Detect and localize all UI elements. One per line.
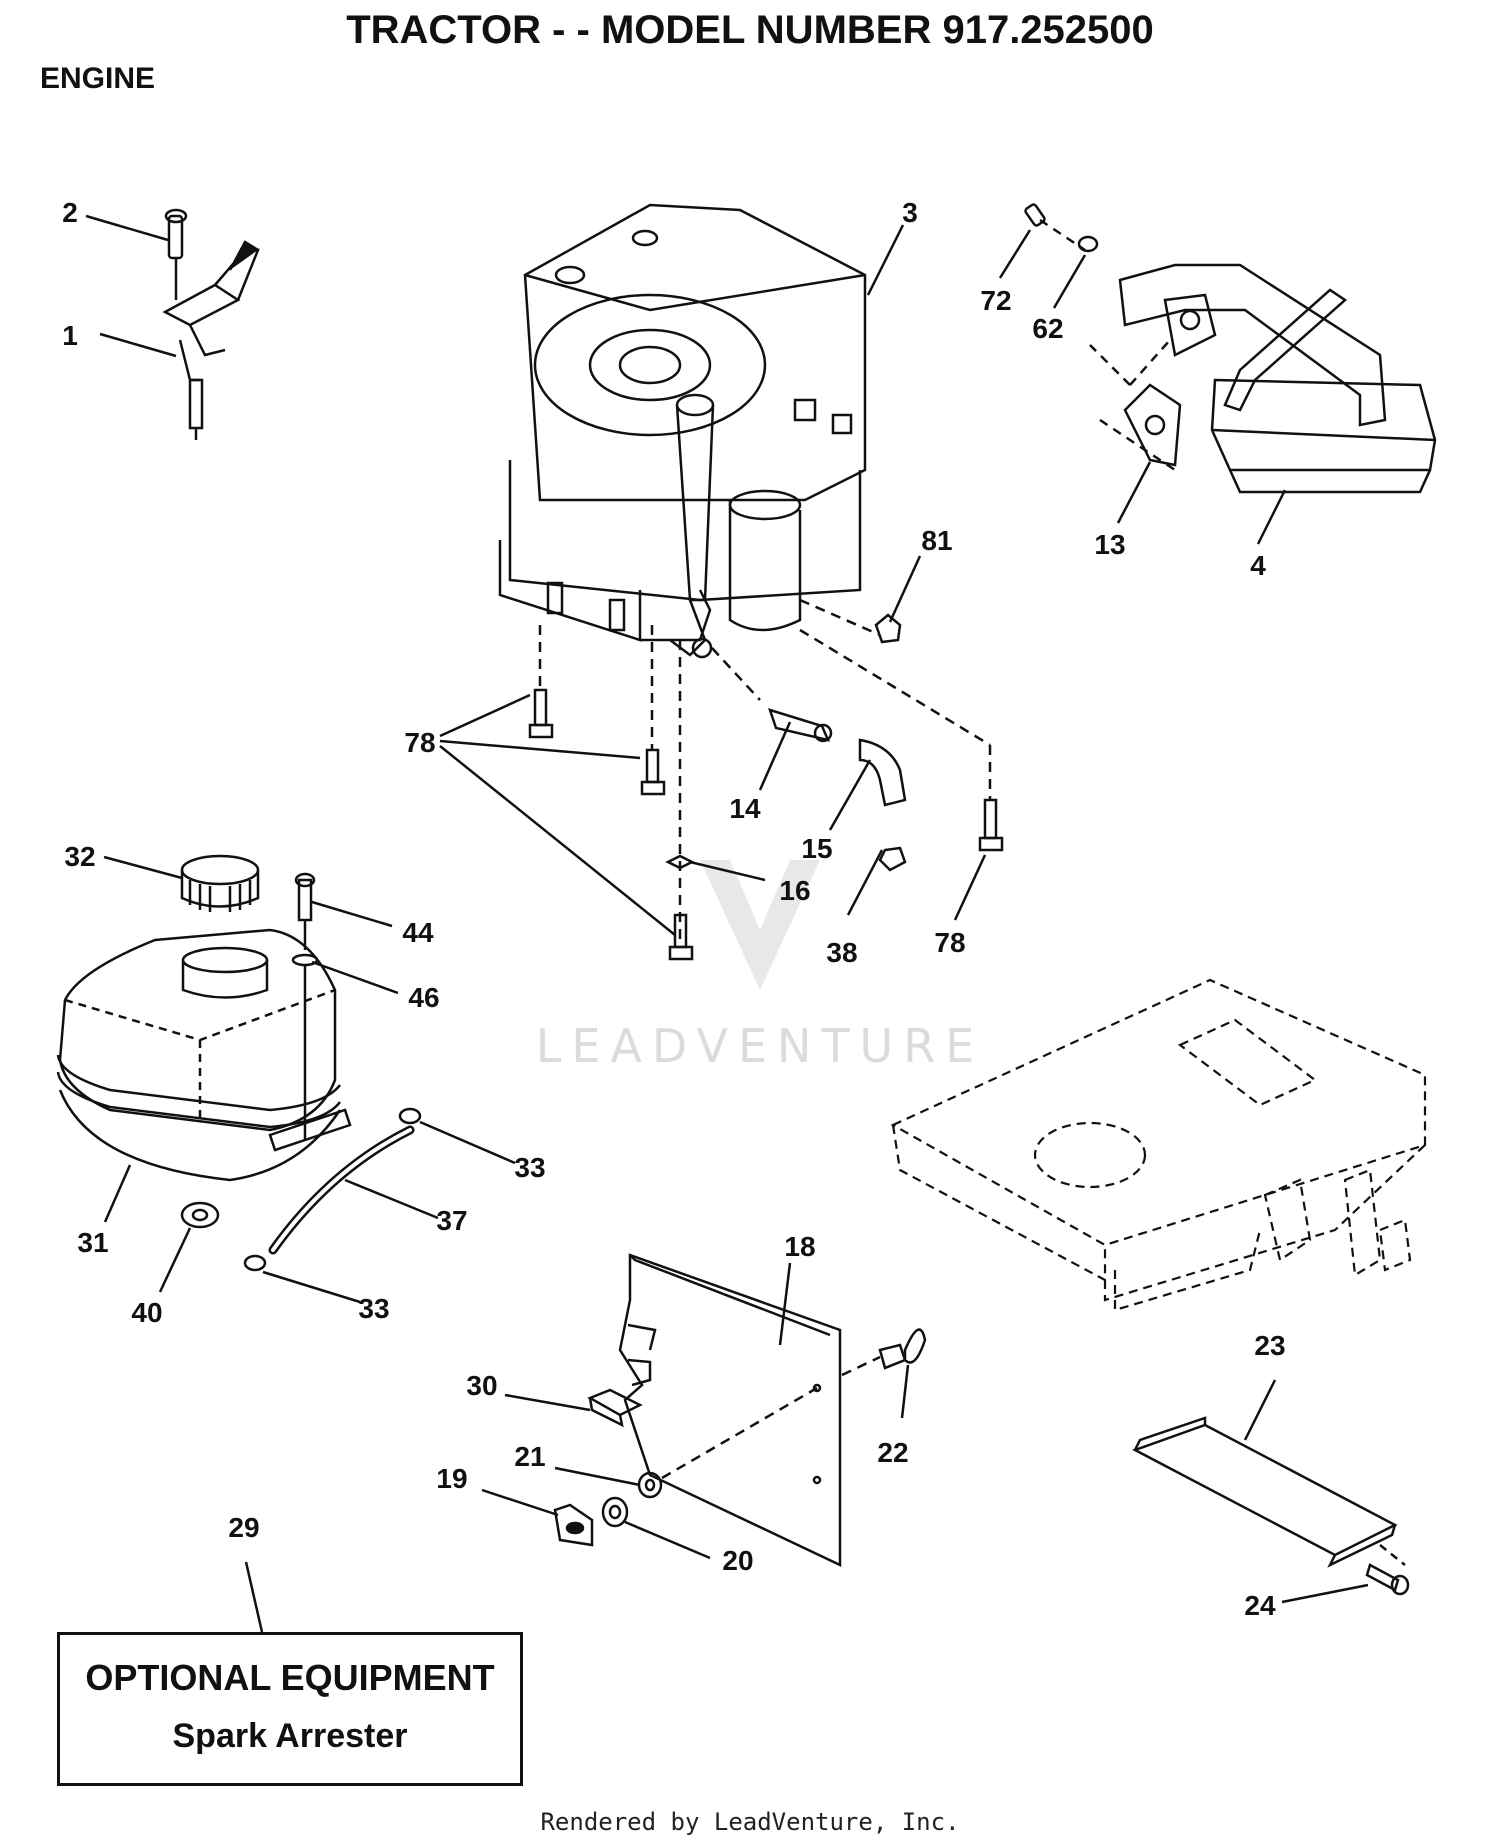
callout-20: 20 [722,1545,753,1576]
callout-19: 19 [436,1463,467,1494]
page-title: TRACTOR - - MODEL NUMBER 917.252500 [346,8,1154,52]
callout-16: 16 [779,875,810,906]
optional-equipment-heading: OPTIONAL EQUIPMENT [85,1657,495,1698]
callout-29: 29 [228,1512,259,1543]
callout-15: 15 [801,833,832,864]
callout-72: 72 [980,285,1011,316]
callout-78-left: 78 [404,727,435,758]
mounting-hardware [528,598,1004,961]
callout-31: 31 [77,1227,108,1258]
tractor-frame [890,978,1427,1312]
watermark-text: LEADVENTURE [536,1019,985,1073]
throttle-control [162,208,260,440]
callout-22: 22 [877,1437,908,1468]
callout-24: 24 [1244,1590,1276,1621]
optional-equipment-item: Spark Arrester [172,1717,408,1755]
watermark: LEADVENTURE [536,860,985,1073]
callout-78-right: 78 [934,927,965,958]
callout-3: 3 [902,197,918,228]
optional-equipment-box: OPTIONAL EQUIPMENT Spark Arrester [57,1632,523,1786]
callout-14: 14 [729,793,761,824]
callout-33-upper: 33 [514,1152,545,1183]
callout-2: 2 [62,197,78,228]
callout-40: 40 [131,1297,162,1328]
callout-81: 81 [921,525,952,556]
callout-38: 38 [826,937,857,968]
callout-37: 37 [436,1205,467,1236]
callout-44: 44 [402,917,434,948]
callout-4: 4 [1250,550,1266,581]
callout-18: 18 [784,1231,815,1262]
footer-credit: Rendered by LeadVenture, Inc. [540,1808,960,1836]
leader-lines [85,214,1369,1633]
callout-32: 32 [64,841,95,872]
access-plate [1131,1416,1410,1596]
callout-46: 46 [408,982,439,1013]
callout-13: 13 [1094,529,1125,560]
callout-1: 1 [62,320,78,351]
callout-62: 62 [1032,313,1063,344]
callout-labels: 1 2 3 4 13 14 15 16 18 19 20 21 22 23 24… [62,197,1285,1621]
callout-23: 23 [1254,1330,1285,1361]
heat-shield-assembly [553,1253,927,1567]
callout-30: 30 [466,1370,497,1401]
watermark-logo-icon [700,860,820,990]
engine [498,203,867,659]
fuel-tank-assembly [56,854,422,1272]
section-title: ENGINE [40,62,156,95]
callout-33-lower: 33 [358,1293,389,1324]
callout-21: 21 [514,1441,545,1472]
muffler-assembly [1024,203,1437,494]
